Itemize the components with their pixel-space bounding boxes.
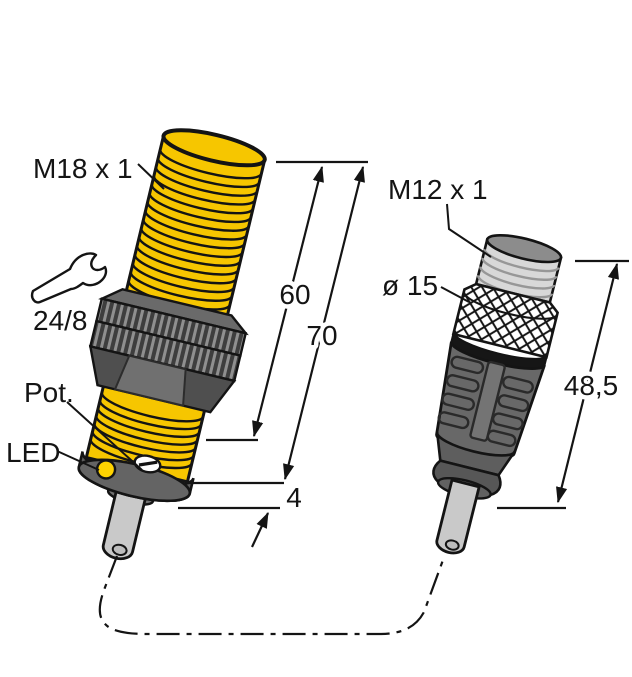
label-wrench-size: 24/8 (33, 305, 88, 336)
sensor-thread-upper (123, 128, 267, 322)
grip-key-slot (469, 360, 506, 442)
wrench-icon (30, 252, 108, 304)
label-dim-4: 4 (286, 482, 302, 513)
dimension-lines (178, 160, 629, 548)
connector-m12-body (432, 233, 563, 555)
cable-centerline (98, 555, 445, 636)
label-m18: M18 x 1 (33, 153, 133, 184)
leader-lines (56, 163, 492, 471)
label-dim-60: 60 (279, 279, 310, 310)
dim-line-485 (556, 262, 619, 504)
led-indicator (95, 459, 117, 480)
dim-line-70 (283, 165, 365, 481)
label-m12: M12 x 1 (388, 174, 488, 205)
connector-thread (474, 233, 563, 305)
grip-grooves (437, 355, 534, 448)
connector-cable (435, 478, 481, 555)
label-dim-70: 70 (306, 320, 337, 351)
leader-m12 (446, 203, 492, 258)
strain-relief (432, 431, 517, 500)
label-pot: Pot. (24, 377, 74, 408)
label-diameter-15: ø 15 (382, 270, 438, 301)
clamp-nut (88, 288, 249, 414)
leader-pot (66, 401, 143, 471)
sensor-m18-body (77, 128, 267, 561)
label-led: LED (6, 437, 60, 468)
leader-m18 (137, 163, 165, 190)
leader-led (56, 450, 100, 471)
leader-diameter (440, 286, 470, 303)
label-dim-485: 48,5 (564, 370, 619, 401)
dim-arrow-4 (251, 511, 269, 548)
grip-body (435, 341, 546, 459)
